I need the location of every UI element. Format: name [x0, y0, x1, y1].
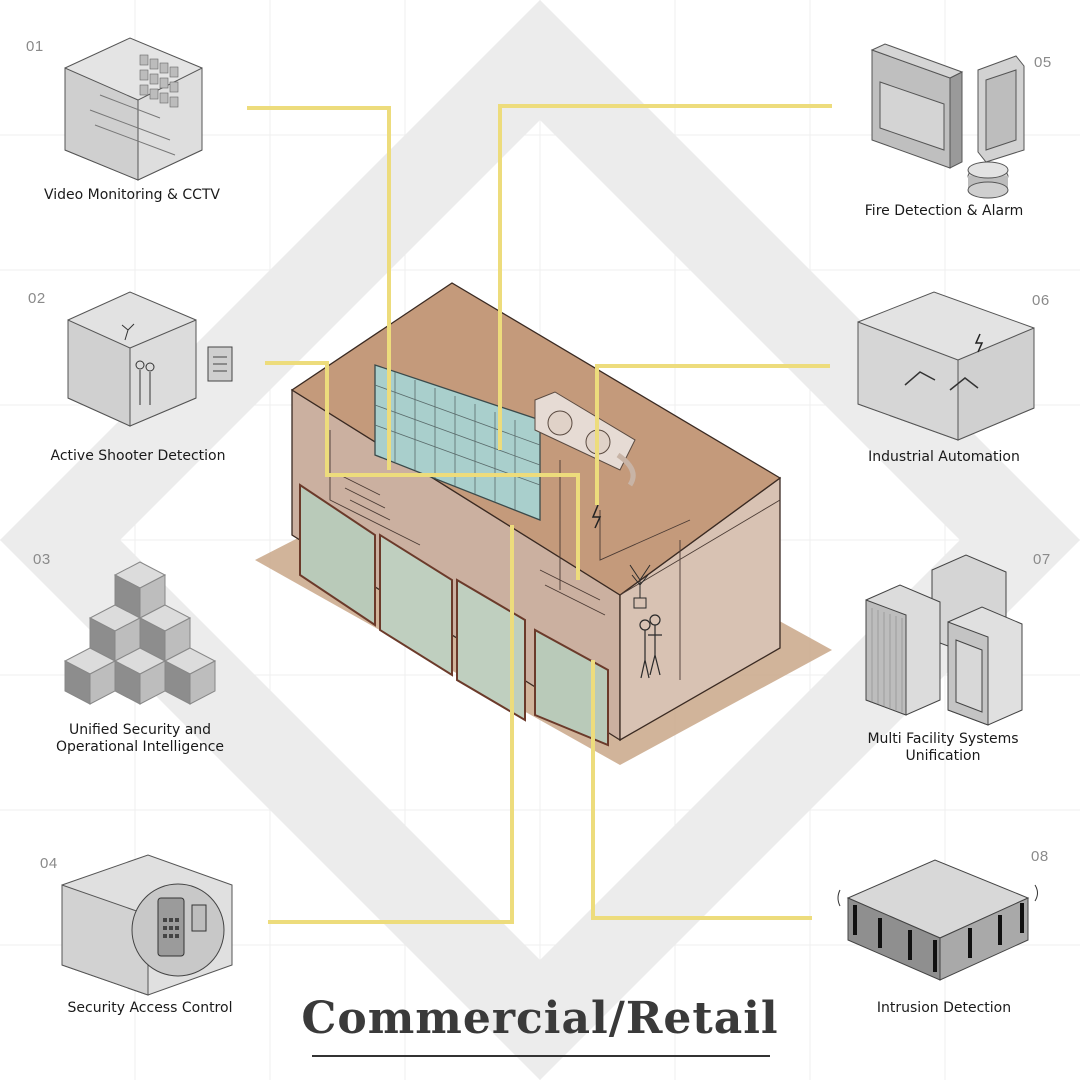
feature-number-06: 06	[1032, 292, 1050, 309]
connector-06	[595, 364, 830, 505]
connector-01	[247, 106, 391, 470]
cube-stack-icon	[63, 561, 217, 705]
feature-label-active-shooter: Active Shooter Detection	[50, 448, 226, 464]
robot-arm-room-icon	[857, 291, 1035, 441]
building-illustration	[255, 282, 832, 765]
feature-label-intrusion-detection: Intrusion Detection	[876, 1000, 1012, 1016]
interior-people	[639, 614, 662, 679]
cctv-room-icon	[64, 37, 203, 181]
feature-label-video-monitoring: Video Monitoring & CCTV	[43, 187, 221, 203]
page-title: Commercial/Retail	[301, 993, 779, 1044]
feature-label-fire-detection: Fire Detection & Alarm	[864, 203, 1024, 219]
connector-05	[498, 104, 832, 450]
storefront-glass	[299, 483, 609, 747]
feature-number-07: 07	[1033, 551, 1051, 568]
server-tower-icon	[865, 554, 1023, 726]
shooter-sensor-room-icon	[67, 291, 233, 427]
keypad-icon	[61, 854, 233, 996]
feature-label-access-control: Security Access Control	[67, 1000, 233, 1016]
feature-number-03: 03	[33, 551, 51, 568]
connector-02	[265, 361, 580, 580]
connector-08	[591, 660, 812, 920]
title-underline	[312, 1055, 770, 1057]
feature-number-02: 02	[28, 290, 46, 307]
connector-04	[268, 525, 514, 924]
fire-panel-icon	[870, 43, 1025, 199]
fence-perimeter-icon	[837, 859, 1038, 981]
feature-number-08: 08	[1031, 848, 1049, 865]
feature-label-unified-security: Unified Security and Operational Intelli…	[55, 722, 225, 755]
feature-number-04: 04	[40, 855, 58, 872]
feature-number-01: 01	[26, 38, 44, 55]
feature-label-multi-facility: Multi Facility Systems Unification	[867, 731, 1019, 764]
connector-lines	[247, 104, 832, 924]
feature-label-industrial-automation: Industrial Automation	[868, 449, 1020, 465]
feature-number-05: 05	[1034, 54, 1052, 71]
electric-warning-sign	[591, 504, 602, 529]
interior-plant	[629, 564, 651, 609]
